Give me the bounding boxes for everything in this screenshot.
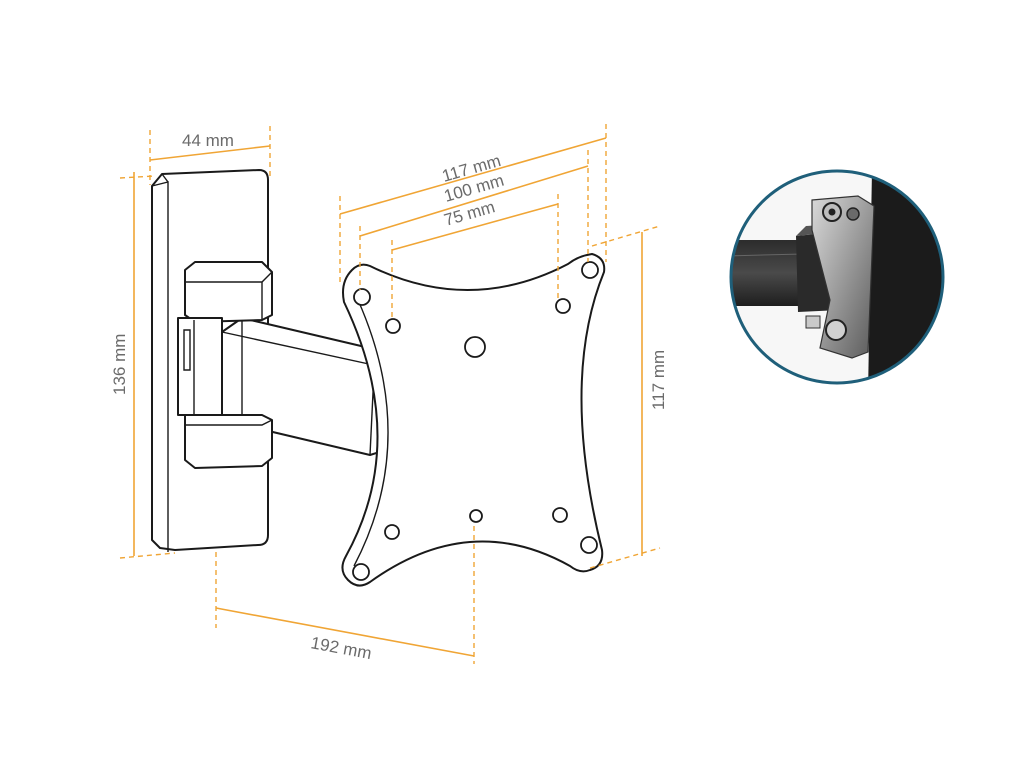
label-136mm: 136 mm — [110, 334, 129, 395]
label-44mm: 44 mm — [182, 131, 234, 150]
dim-wall-plate-height: 136 mm — [110, 172, 176, 559]
dim-plate-height-117: 117 mm — [589, 225, 668, 569]
dim-wall-plate-width: 44 mm — [149, 126, 271, 185]
vesa-plate — [341, 253, 606, 587]
hinge-brackets — [177, 261, 273, 469]
label-192mm: 192 mm — [309, 633, 373, 663]
bracket-closeup-icon — [729, 169, 945, 385]
label-117mm-right: 117 mm — [649, 350, 668, 410]
